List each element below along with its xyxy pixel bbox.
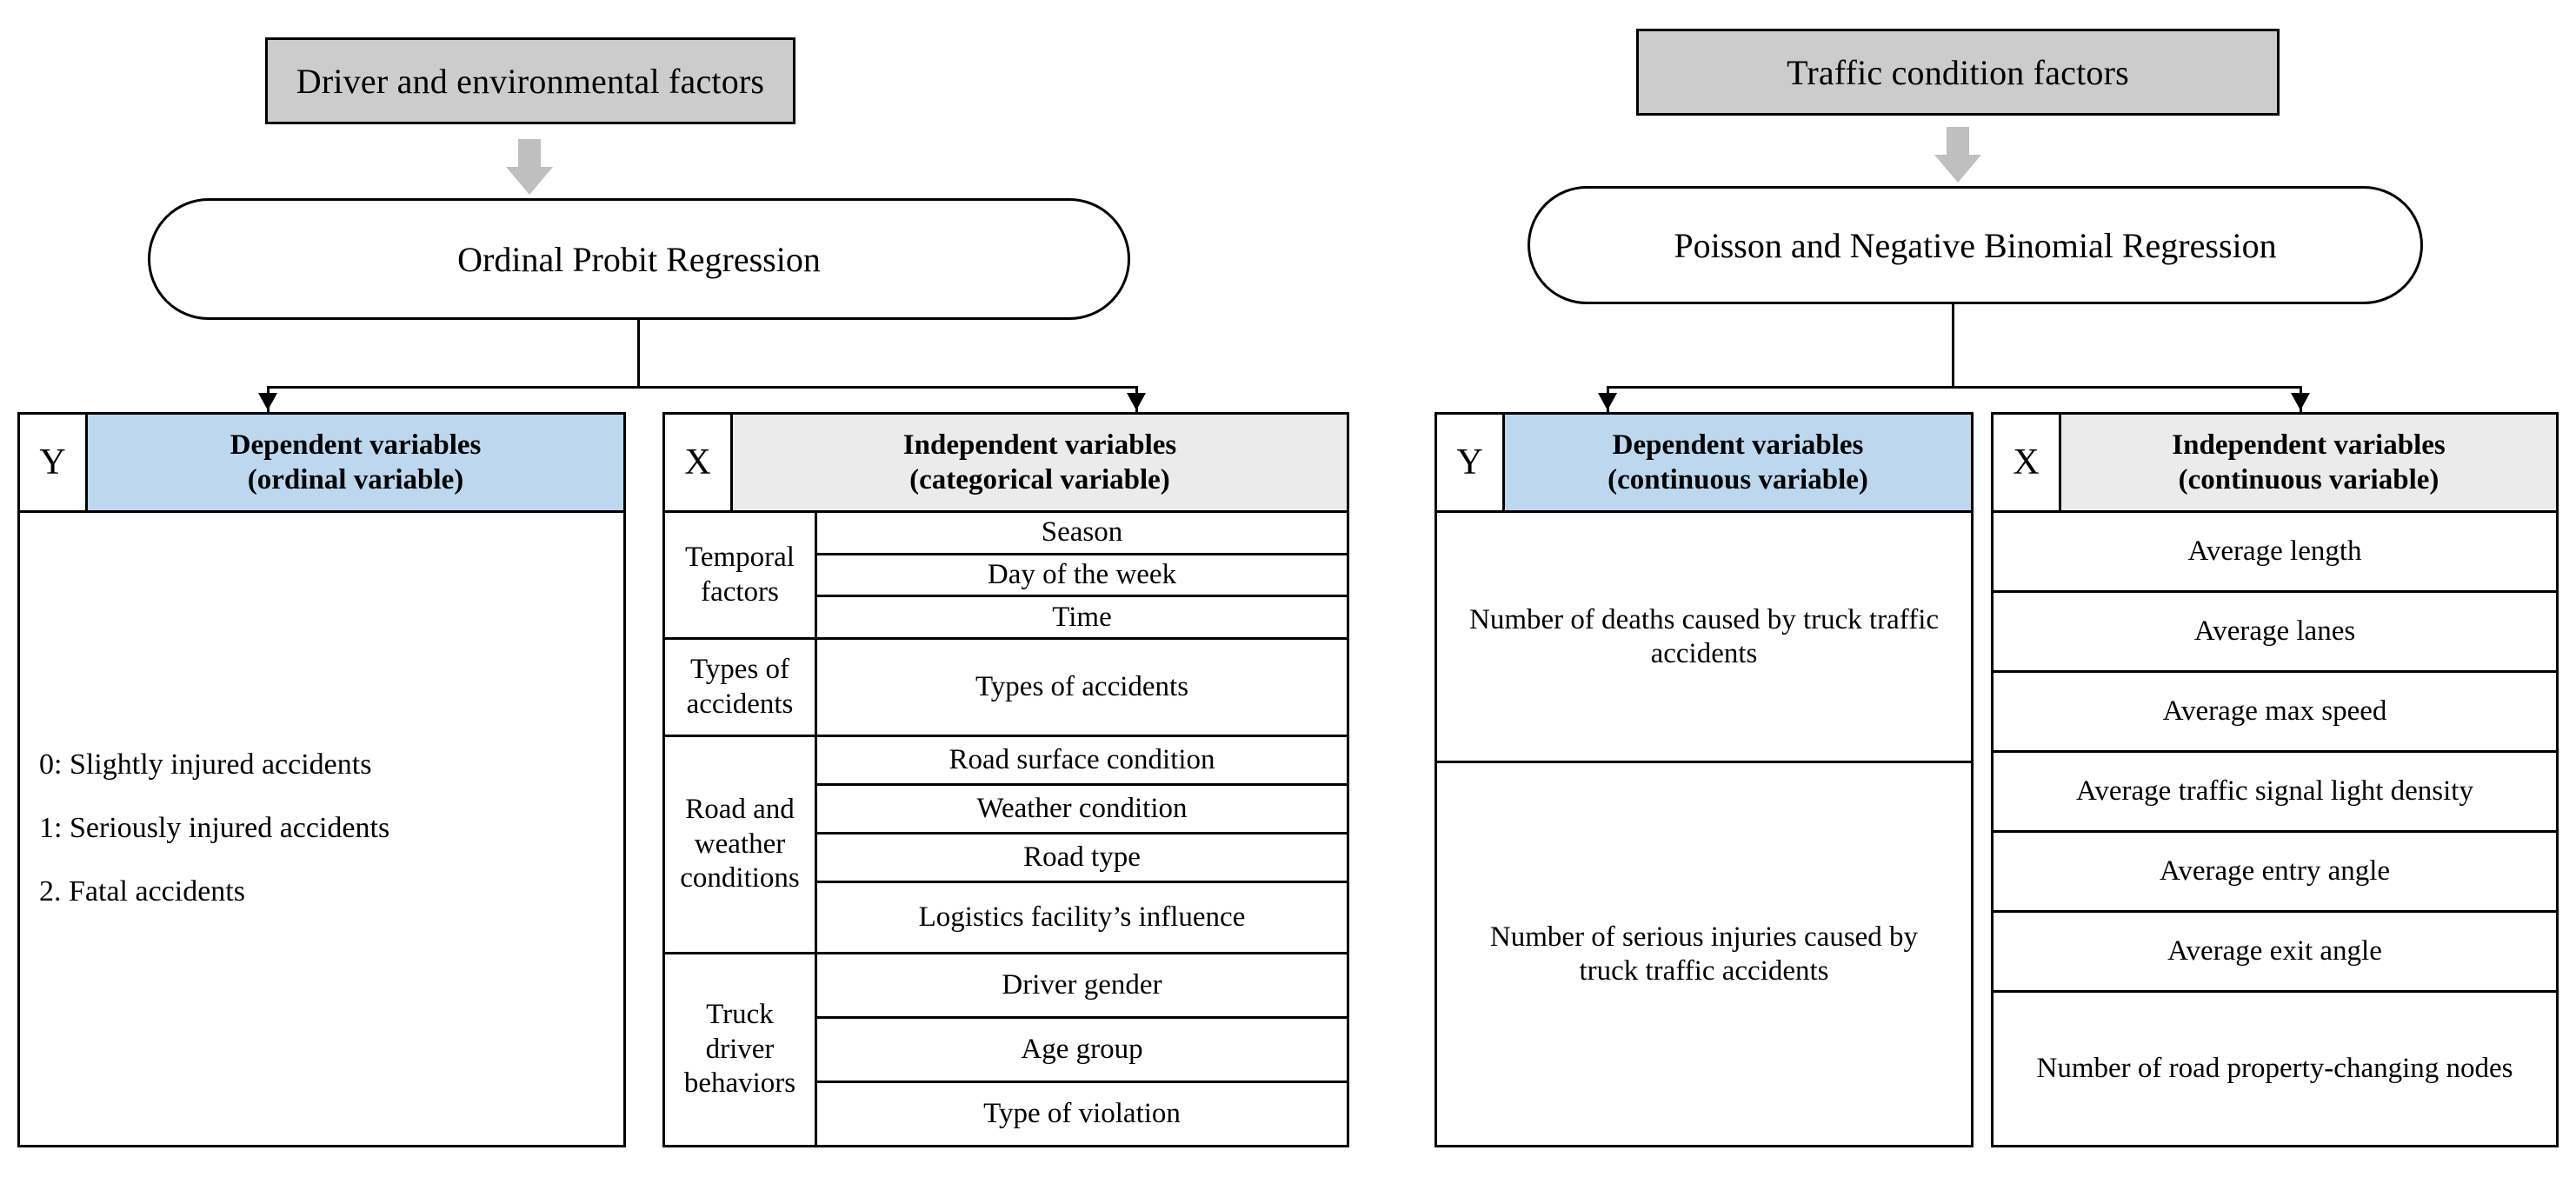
list-item: Age group bbox=[817, 1019, 1347, 1083]
left-down-arrow-icon bbox=[506, 139, 553, 196]
right-independent-header-line2: (continuous variable) bbox=[2178, 464, 2440, 495]
right-independent-header: X Independent variables (continuous vari… bbox=[1994, 415, 2556, 513]
left-top-box: Driver and environmental factors bbox=[265, 37, 795, 124]
list-item: Average length bbox=[1994, 513, 2556, 593]
list-item: Number of deaths caused by truck traffic… bbox=[1437, 513, 1971, 763]
list-item: Weather condition bbox=[817, 786, 1347, 835]
list-item: Season bbox=[817, 513, 1347, 555]
list-item: Time bbox=[1052, 601, 1112, 633]
left-independent-tag: X bbox=[665, 415, 733, 510]
table-row: Types of accidents Types of accidents bbox=[665, 640, 1347, 737]
list-item: Average max speed bbox=[1994, 673, 2556, 753]
left-independent-table: X Independent variables (categorical var… bbox=[662, 412, 1349, 1147]
right-dependent-body: Number of deaths caused by truck traffic… bbox=[1437, 513, 1971, 1145]
left-dependent-header-line2: (ordinal variable) bbox=[247, 464, 464, 495]
left-dependent-header-line1: Dependent variables bbox=[230, 429, 482, 461]
group-label: Road and weather conditions bbox=[665, 737, 817, 952]
left-arrowhead-y-icon bbox=[258, 393, 277, 410]
list-item: Logistics facility’s influence bbox=[918, 901, 1246, 934]
left-connector-bar bbox=[267, 386, 1138, 389]
right-method-box: Poisson and Negative Binomial Regression bbox=[1528, 186, 2423, 304]
right-arrowhead-y-icon bbox=[1598, 393, 1617, 410]
right-dependent-tag: Y bbox=[1437, 415, 1505, 510]
group-label: Temporal factors bbox=[665, 513, 817, 637]
left-dependent-body: 0: Slightly injured accidents 1: Serious… bbox=[20, 513, 623, 1145]
right-top-box: Traffic condition factors bbox=[1636, 29, 2280, 116]
list-item: Average traffic signal light density bbox=[1994, 753, 2556, 833]
left-dependent-header: Y Dependent variables (ordinal variable) bbox=[20, 415, 623, 513]
left-independent-header: X Independent variables (categorical var… bbox=[665, 415, 1347, 513]
left-dependent-item-list: 0: Slightly injured accidents 1: Serious… bbox=[20, 513, 623, 1145]
left-top-box-label: Driver and environmental factors bbox=[296, 61, 765, 101]
list-item: Road type bbox=[817, 835, 1347, 883]
right-independent-header-line1: Independent variables bbox=[2172, 429, 2446, 461]
left-arrowhead-x-icon bbox=[1127, 393, 1146, 410]
list-item: 2. Fatal accidents bbox=[39, 874, 245, 908]
right-arrowhead-x-icon bbox=[2291, 393, 2310, 410]
group-items: Season Day of the week Time bbox=[817, 513, 1347, 637]
list-item: Type of violation bbox=[983, 1098, 1181, 1130]
right-connector-bar bbox=[1607, 386, 2302, 389]
group-items: Road surface condition Weather condition… bbox=[817, 737, 1347, 952]
right-down-arrow-icon bbox=[1934, 127, 1981, 184]
table-row: Truck driver behaviors Driver gender Age… bbox=[665, 954, 1347, 1145]
group-label: Types of accidents bbox=[665, 640, 817, 735]
left-method-label: Ordinal Probit Regression bbox=[457, 239, 821, 279]
table-row: Road and weather conditions Road surface… bbox=[665, 737, 1347, 954]
list-item: Number of road property-changing nodes bbox=[2036, 1053, 2513, 1085]
group-items: Types of accidents bbox=[817, 640, 1347, 735]
right-dependent-header-line1: Dependent variables bbox=[1612, 429, 1864, 461]
left-dependent-table: Y Dependent variables (ordinal variable)… bbox=[17, 412, 626, 1147]
left-independent-body: Temporal factors Season Day of the week … bbox=[665, 513, 1347, 1145]
list-item: Average exit angle bbox=[1994, 913, 2556, 993]
left-independent-header-line2: (categorical variable) bbox=[909, 464, 1170, 495]
right-dependent-header-text: Dependent variables (continuous variable… bbox=[1505, 415, 1971, 510]
right-independent-header-text: Independent variables (continuous variab… bbox=[2061, 415, 2556, 510]
group-items: Driver gender Age group Type of violatio… bbox=[817, 954, 1347, 1145]
left-method-box: Ordinal Probit Regression bbox=[148, 198, 1130, 320]
left-independent-header-text: Independent variables (categorical varia… bbox=[733, 415, 1347, 510]
left-independent-header-line1: Independent variables bbox=[902, 429, 1177, 461]
right-dependent-header: Y Dependent variables (continuous variab… bbox=[1437, 415, 1971, 513]
right-independent-table: X Independent variables (continuous vari… bbox=[1991, 412, 2559, 1147]
list-item: Road surface condition bbox=[817, 737, 1347, 786]
list-item: Number of serious injuries caused by tru… bbox=[1489, 921, 1919, 987]
right-method-label: Poisson and Negative Binomial Regression bbox=[1674, 225, 2277, 265]
right-dependent-header-line2: (continuous variable) bbox=[1608, 464, 1868, 495]
group-label: Truck driver behaviors bbox=[665, 954, 817, 1145]
left-dependent-header-text: Dependent variables (ordinal variable) bbox=[88, 415, 623, 510]
left-dependent-tag: Y bbox=[20, 415, 88, 510]
list-item: Average lanes bbox=[1994, 593, 2556, 673]
list-item: 1: Seriously injured accidents bbox=[39, 812, 390, 845]
list-item: Driver gender bbox=[817, 954, 1347, 1019]
right-connector-stem bbox=[1952, 304, 1954, 388]
list-item: Average entry angle bbox=[1994, 833, 2556, 913]
list-item: Types of accidents bbox=[975, 671, 1189, 703]
list-item: 0: Slightly injured accidents bbox=[39, 748, 372, 781]
right-independent-tag: X bbox=[1994, 415, 2061, 510]
table-row: Temporal factors Season Day of the week … bbox=[665, 513, 1347, 640]
list-item: Day of the week bbox=[817, 555, 1347, 598]
right-dependent-table: Y Dependent variables (continuous variab… bbox=[1434, 412, 1974, 1147]
right-top-box-label: Traffic condition factors bbox=[1787, 52, 2129, 92]
right-independent-body: Average length Average lanes Average max… bbox=[1994, 513, 2556, 1145]
left-connector-stem bbox=[637, 320, 640, 388]
